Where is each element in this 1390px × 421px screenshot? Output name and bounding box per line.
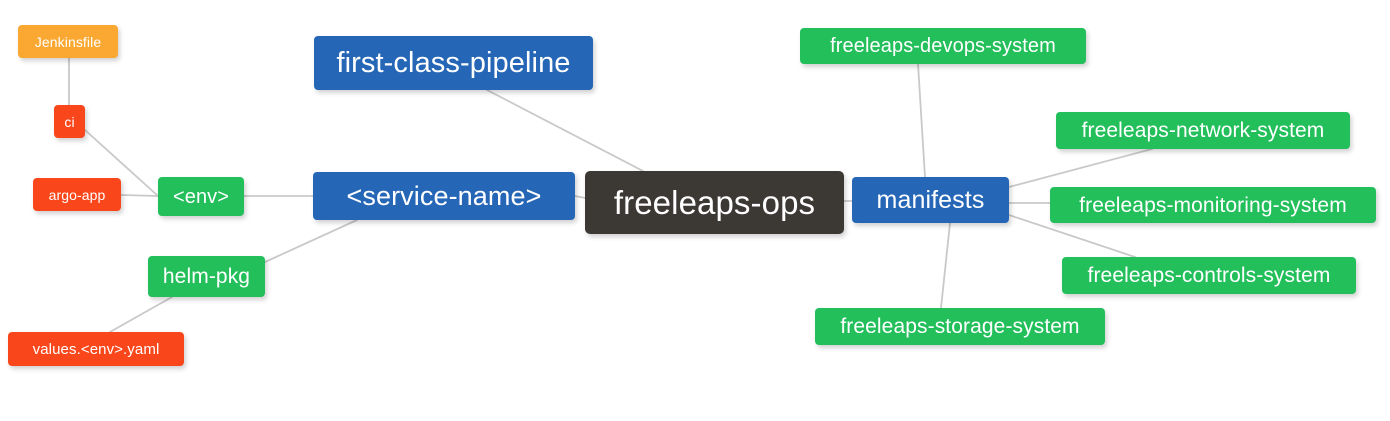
node-label: freeleaps-ops <box>613 184 816 221</box>
node-ci[interactable]: ci <box>54 105 85 138</box>
node-freeleaps-network-system[interactable]: freeleaps-network-system <box>1056 112 1350 149</box>
node-label: freeleaps-controls-system <box>1087 264 1331 287</box>
edge-manifests-to-freeleaps-network-system <box>1008 148 1153 188</box>
node-values-yaml[interactable]: values.<env>.yaml <box>8 332 184 366</box>
edge-manifests-to-freeleaps-devops-system <box>917 63 926 178</box>
node-freeleaps-devops-system[interactable]: freeleaps-devops-system <box>800 28 1086 64</box>
node-label: values.<env>.yaml <box>32 340 160 358</box>
node-label: manifests <box>876 185 985 214</box>
node-label: freeleaps-network-system <box>1081 119 1325 142</box>
node-label: ci <box>64 113 75 130</box>
edge-argo-app-to-env <box>120 194 159 197</box>
node-freeleaps-ops[interactable]: freeleaps-ops <box>585 171 844 234</box>
edge-first-class-pipeline-to-freeleaps-ops <box>486 89 644 172</box>
node-label: helm-pkg <box>162 265 251 288</box>
node-env[interactable]: <env> <box>158 177 244 216</box>
node-label: <env> <box>172 185 230 208</box>
node-service-name[interactable]: <service-name> <box>313 172 575 220</box>
node-label: <service-name> <box>346 180 542 211</box>
edge-service-name-to-freeleaps-ops <box>574 195 586 199</box>
node-label: freeleaps-monitoring-system <box>1079 193 1347 217</box>
node-label: argo-app <box>48 186 106 203</box>
node-helm-pkg[interactable]: helm-pkg <box>148 256 265 297</box>
edge-ci-to-env <box>84 129 159 197</box>
edge-service-name-to-helm-pkg <box>264 219 358 263</box>
node-freeleaps-controls-system[interactable]: freeleaps-controls-system <box>1062 257 1356 294</box>
node-jenkinsfile[interactable]: Jenkinsfile <box>18 25 118 58</box>
node-label: freeleaps-storage-system <box>840 315 1080 338</box>
edge-helm-pkg-to-values-yaml <box>109 296 173 333</box>
edge-manifests-to-freeleaps-storage-system <box>940 222 951 309</box>
edge-manifests-to-freeleaps-controls-system <box>1008 214 1136 258</box>
node-freeleaps-storage-system[interactable]: freeleaps-storage-system <box>815 308 1105 345</box>
node-label: freeleaps-devops-system <box>830 35 1056 57</box>
node-manifests[interactable]: manifests <box>852 177 1009 223</box>
node-argo-app[interactable]: argo-app <box>33 178 121 211</box>
node-freeleaps-monitoring-system[interactable]: freeleaps-monitoring-system <box>1050 187 1376 223</box>
node-label: Jenkinsfile <box>34 33 102 50</box>
node-label: first-class-pipeline <box>336 46 571 79</box>
node-first-class-pipeline[interactable]: first-class-pipeline <box>314 36 593 90</box>
